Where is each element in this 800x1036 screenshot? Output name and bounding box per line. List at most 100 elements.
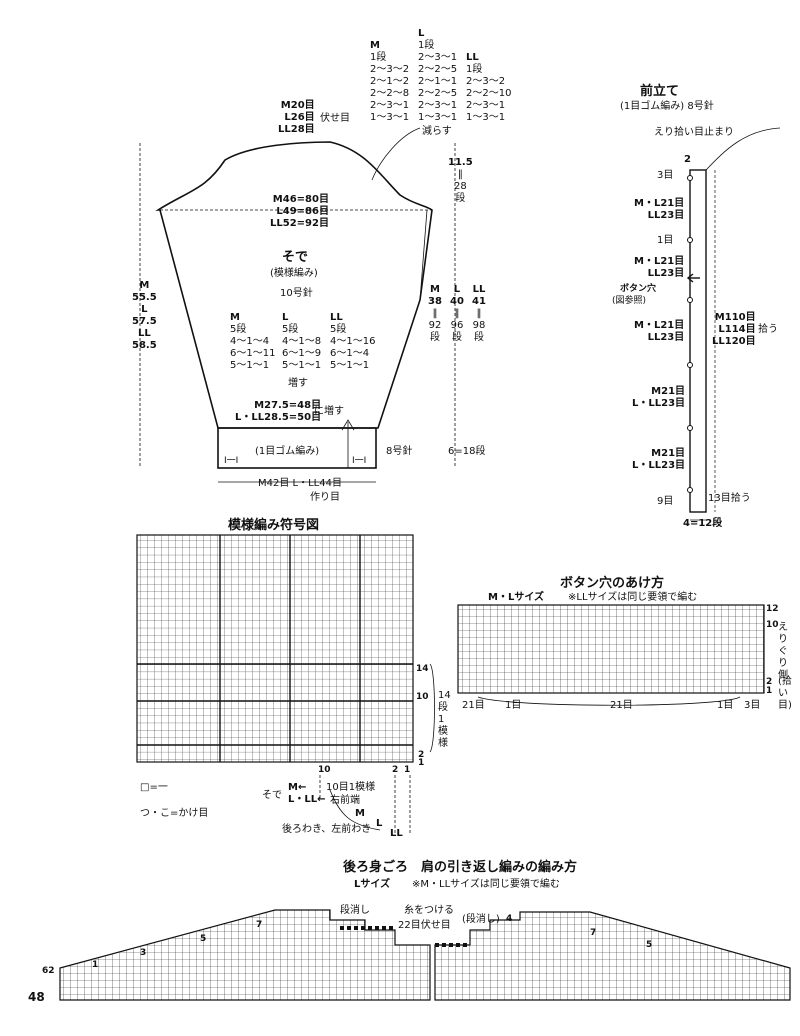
rib-mark-right: I一I bbox=[352, 456, 367, 466]
chart-row-2: 2 bbox=[418, 750, 425, 760]
rib-rows: 6=18段 bbox=[448, 446, 486, 457]
placket-title: 前立て bbox=[640, 84, 680, 99]
placket-bottom-st: 9目 bbox=[657, 496, 674, 507]
shoulder-dangeshi: 段消し bbox=[340, 905, 370, 916]
chart-sleeve-label: そで bbox=[262, 790, 282, 801]
shoulder-row-62: 62 bbox=[42, 966, 55, 976]
chart-col-2: 2 bbox=[392, 765, 399, 775]
placket-sub: (1目ゴム編み) 8号針 bbox=[620, 101, 714, 112]
cuff-increase-label: に増す bbox=[314, 406, 344, 417]
bh-row-2: 2 bbox=[766, 677, 773, 687]
placket-pickup-label: 拾う bbox=[758, 324, 778, 335]
chart-col-1: 1 bbox=[404, 765, 411, 775]
chart-right-front: 右前端 bbox=[330, 795, 360, 806]
chart-col-10: 10 bbox=[318, 765, 331, 775]
cap-table-ll: LL bbox=[466, 52, 479, 63]
bh-bottom-0: 21目 bbox=[462, 700, 485, 711]
bh-side-bot: (拾い目) bbox=[778, 676, 792, 711]
chart-row-10: 10 bbox=[416, 692, 429, 702]
shoulder-size: Lサイズ bbox=[354, 879, 391, 890]
bh-bottom-2: 21目 bbox=[610, 700, 633, 711]
placket-top-st: 3目 bbox=[657, 170, 674, 181]
collar-note: えり拾い目止まり bbox=[654, 127, 734, 138]
chart-l2: L bbox=[376, 818, 383, 829]
placket-width: 4=12段 bbox=[683, 518, 723, 529]
buttonhole-chart-grid bbox=[457, 604, 765, 694]
bh-bottom-1: 1目 bbox=[505, 700, 522, 711]
buttonhole-title: ボタン穴のあけ方 bbox=[560, 576, 665, 591]
increase-label: 増す bbox=[288, 378, 308, 389]
shoulder-step-1: 1 bbox=[92, 960, 99, 970]
chart-title: 模様編み符号図 bbox=[228, 518, 320, 533]
shoulder-step-7: 7 bbox=[256, 920, 263, 930]
shoulder-note: ※M・LLサイズは同じ要領で編む bbox=[412, 879, 560, 890]
ribbing-label: (1目ゴム編み) bbox=[255, 446, 320, 457]
chart-m2: M bbox=[355, 808, 365, 819]
buttonhole-ref: (図参照) bbox=[612, 296, 647, 306]
cap-table-m: M bbox=[370, 40, 380, 51]
shoulder-yarn: 糸をつける bbox=[404, 905, 454, 916]
bh-side-top: えりぐり側 bbox=[778, 622, 788, 681]
shoulder-chart-grid bbox=[59, 909, 791, 1001]
legend-yo: つ・こ=かけ目 bbox=[140, 808, 209, 819]
chart-row-1: 1 bbox=[418, 758, 425, 768]
pattern-chart-grid bbox=[136, 534, 414, 763]
shoulder-rstep-5: 5 bbox=[646, 940, 653, 950]
placket-outline bbox=[686, 127, 781, 521]
sleeve-title: そで bbox=[282, 250, 309, 265]
placket-one: 1目 bbox=[657, 235, 674, 246]
cast-on-label: 作り目 bbox=[310, 492, 340, 503]
bh-row-10: 10 bbox=[766, 620, 779, 630]
chart-size-arrows: M←L・LL← bbox=[288, 782, 326, 805]
buttonhole-size: M・Lサイズ bbox=[488, 592, 545, 603]
sleeve-needle: 10号針 bbox=[280, 288, 313, 299]
bh-bottom-3: 1目 bbox=[717, 700, 734, 711]
legend-blank: □=一 bbox=[140, 782, 168, 793]
chart-side-label: 14段1模様 bbox=[438, 690, 451, 749]
sleeve-pattern: (模様編み) bbox=[270, 268, 318, 279]
shoulder-step-3: 3 bbox=[140, 948, 147, 958]
shoulder-title: 後ろ身ごろ 肩の引き返し編みの編み方 bbox=[343, 860, 578, 875]
placket-bottom-pick: 13目拾う bbox=[708, 493, 751, 504]
chart-row-14: 14 bbox=[416, 664, 429, 674]
placket-buttonholes bbox=[687, 175, 693, 493]
shoulder-rstep-4: 4 bbox=[506, 914, 513, 924]
buttonhole-label: ボタン穴 bbox=[620, 284, 657, 294]
sleeve-outline bbox=[155, 141, 433, 469]
chart-repeat: 10目1模様 bbox=[326, 782, 376, 793]
rib-mark-left: I一I bbox=[224, 456, 239, 466]
page-number: 48 bbox=[28, 990, 45, 1004]
buttonhole-note: ※LLサイズは同じ要領で編む bbox=[568, 592, 698, 603]
shoulder-step-5: 5 bbox=[200, 934, 207, 944]
bind-off-label: 伏せ目 bbox=[320, 113, 350, 124]
bh-row-1: 1 bbox=[766, 686, 773, 696]
decrease-label: 減らす bbox=[422, 126, 452, 137]
chart-ll2: LL bbox=[390, 828, 403, 839]
placket-top-rows: 2 bbox=[684, 154, 691, 165]
shoulder-center: 22目伏せ目 bbox=[398, 920, 451, 931]
bh-bottom-4: 3目 bbox=[744, 700, 761, 711]
chart-back: 後ろわき、左前わき bbox=[282, 824, 372, 835]
bh-row-12: 12 bbox=[766, 604, 779, 614]
cap-table-l: L bbox=[418, 28, 425, 39]
